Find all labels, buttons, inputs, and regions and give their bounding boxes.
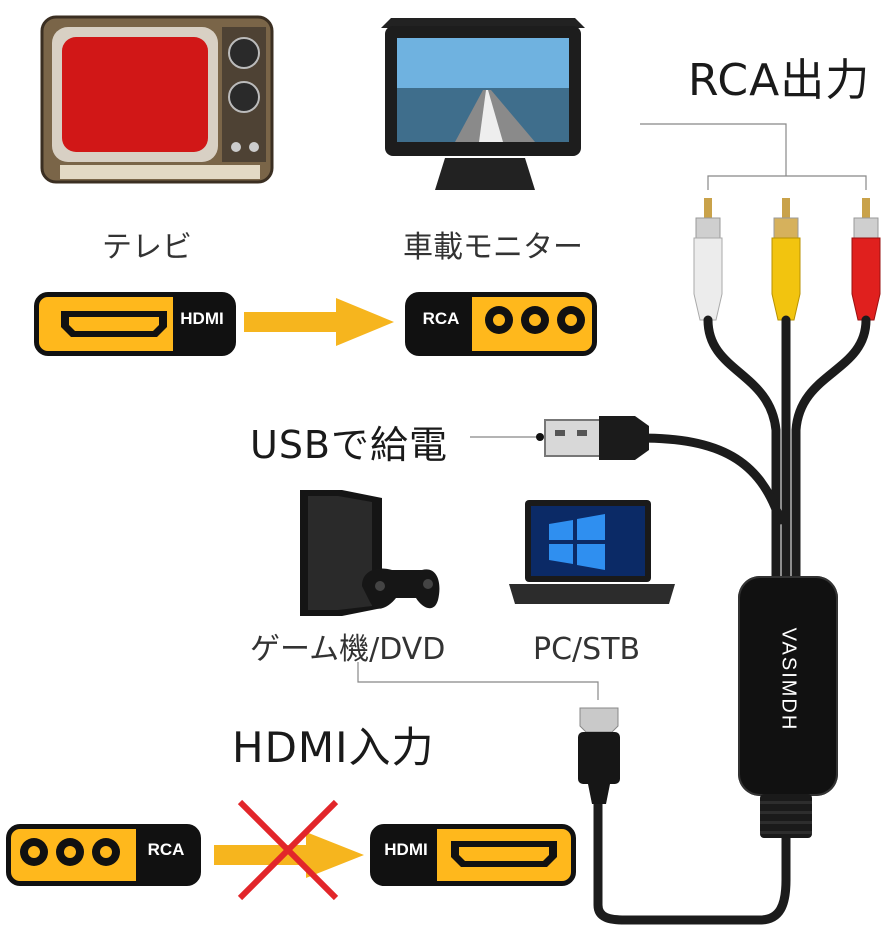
game-console-label: ゲーム機/DVD	[250, 632, 446, 667]
converter-box: VASIMDH	[738, 576, 838, 796]
car-monitor-image	[381, 18, 585, 190]
usb-plug-icon	[544, 416, 649, 460]
device-brand-text: VASIMDH	[777, 627, 800, 732]
rca-tag: RCA	[410, 297, 472, 351]
game-console-image	[300, 490, 440, 616]
tv-label: テレビ	[102, 230, 192, 265]
hdmi-plug-icon	[578, 707, 620, 804]
pc-stb-label: PC/STB	[533, 632, 641, 667]
tv-image	[40, 15, 274, 184]
strain-relief	[760, 794, 812, 838]
laptop-image	[509, 500, 675, 604]
rca-plugs-icon	[693, 198, 881, 321]
rca-ports-icon	[20, 838, 120, 866]
rca-source-badge: RCA	[6, 824, 201, 886]
rca-target-badge: RCA	[405, 292, 597, 356]
rca-output-label: RCA出力	[688, 55, 871, 106]
hdmi-source-badge: HDMI	[34, 292, 236, 356]
hdmi-tag: HDMI	[173, 297, 231, 351]
cross-icon	[237, 799, 339, 901]
rca-ports-icon	[485, 306, 585, 334]
hdmi-port-icon	[451, 841, 557, 867]
usb-power-label: USBで給電	[250, 423, 449, 467]
car-monitor-label: 車載モニター	[403, 230, 583, 265]
hdmi-input-label: HDMI入力	[232, 723, 435, 772]
rca-tag: RCA	[136, 829, 196, 881]
hdmi-tag: HDMI	[375, 829, 437, 881]
arrow-right-icon	[244, 298, 394, 346]
hdmi-target-badge: HDMI	[370, 824, 576, 886]
hdmi-port-icon	[61, 311, 167, 337]
